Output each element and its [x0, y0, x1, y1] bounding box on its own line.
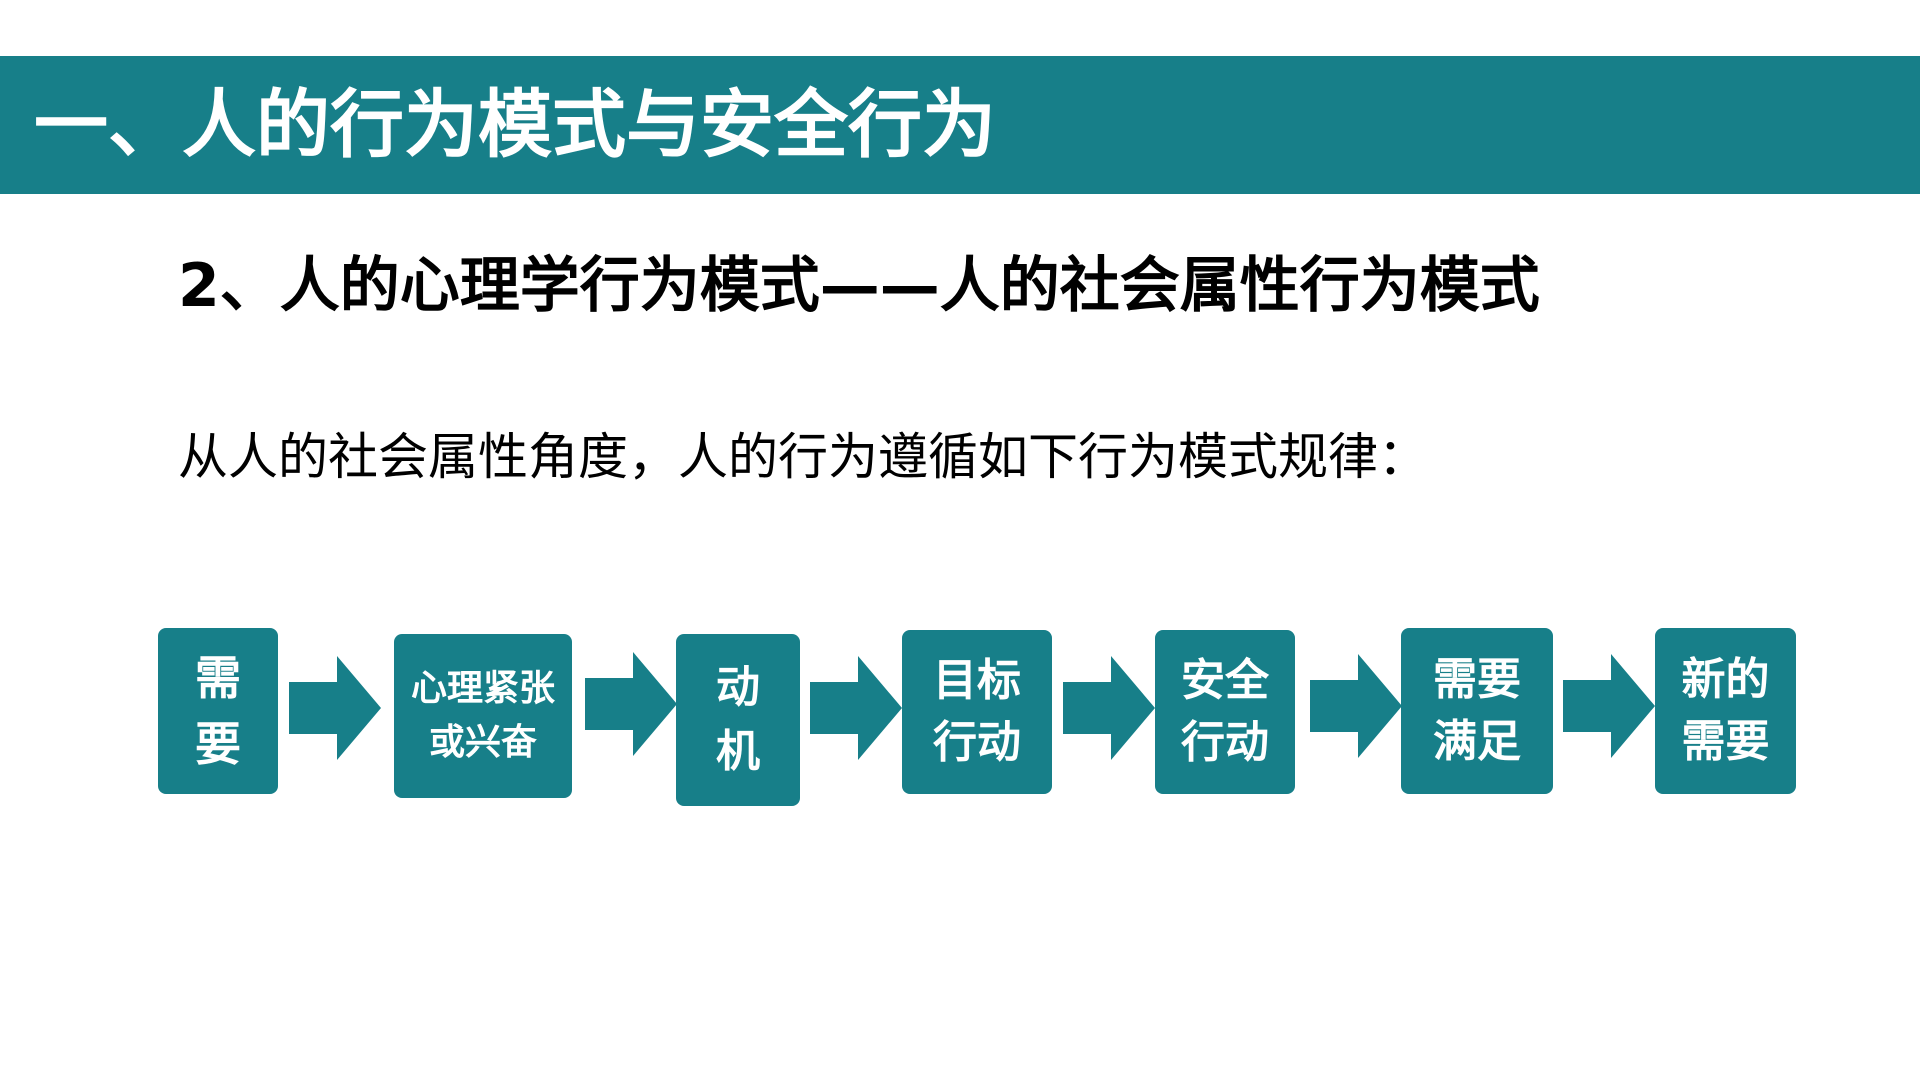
- flow-step-need: 需 要: [158, 628, 278, 794]
- title-band: 一、人的行为模式与安全行为: [0, 56, 1920, 194]
- slide-title: 一、人的行为模式与安全行为: [34, 82, 996, 168]
- flow-step-safe-action: 安全 行动: [1155, 630, 1295, 794]
- section-subtitle: 2、人的心理学行为模式——人的社会属性行为模式: [178, 251, 1540, 321]
- flow-step-label: 需 要: [195, 651, 241, 771]
- flow-step-tension: 心理紧张 或兴奋: [394, 634, 572, 798]
- flow-step-label: 安全 行动: [1181, 655, 1269, 768]
- flow-step-new-need: 新的 需要: [1655, 628, 1796, 794]
- flow-step-label: 目标 行动: [933, 655, 1021, 768]
- flow-step-label: 新的 需要: [1681, 654, 1770, 767]
- intro-text: 从人的社会属性角度，人的行为遵循如下行为模式规律：: [178, 428, 1428, 486]
- flow-step-label: 需要 满足: [1433, 654, 1521, 767]
- flow-step-label: 动 机: [716, 662, 760, 777]
- flow-step-goal-action: 目标 行动: [902, 630, 1052, 794]
- flow-step-motive: 动 机: [676, 634, 800, 806]
- flow-step-label: 心理紧张 或兴奋: [410, 668, 555, 763]
- flow-step-need-satisfied: 需要 满足: [1401, 628, 1553, 794]
